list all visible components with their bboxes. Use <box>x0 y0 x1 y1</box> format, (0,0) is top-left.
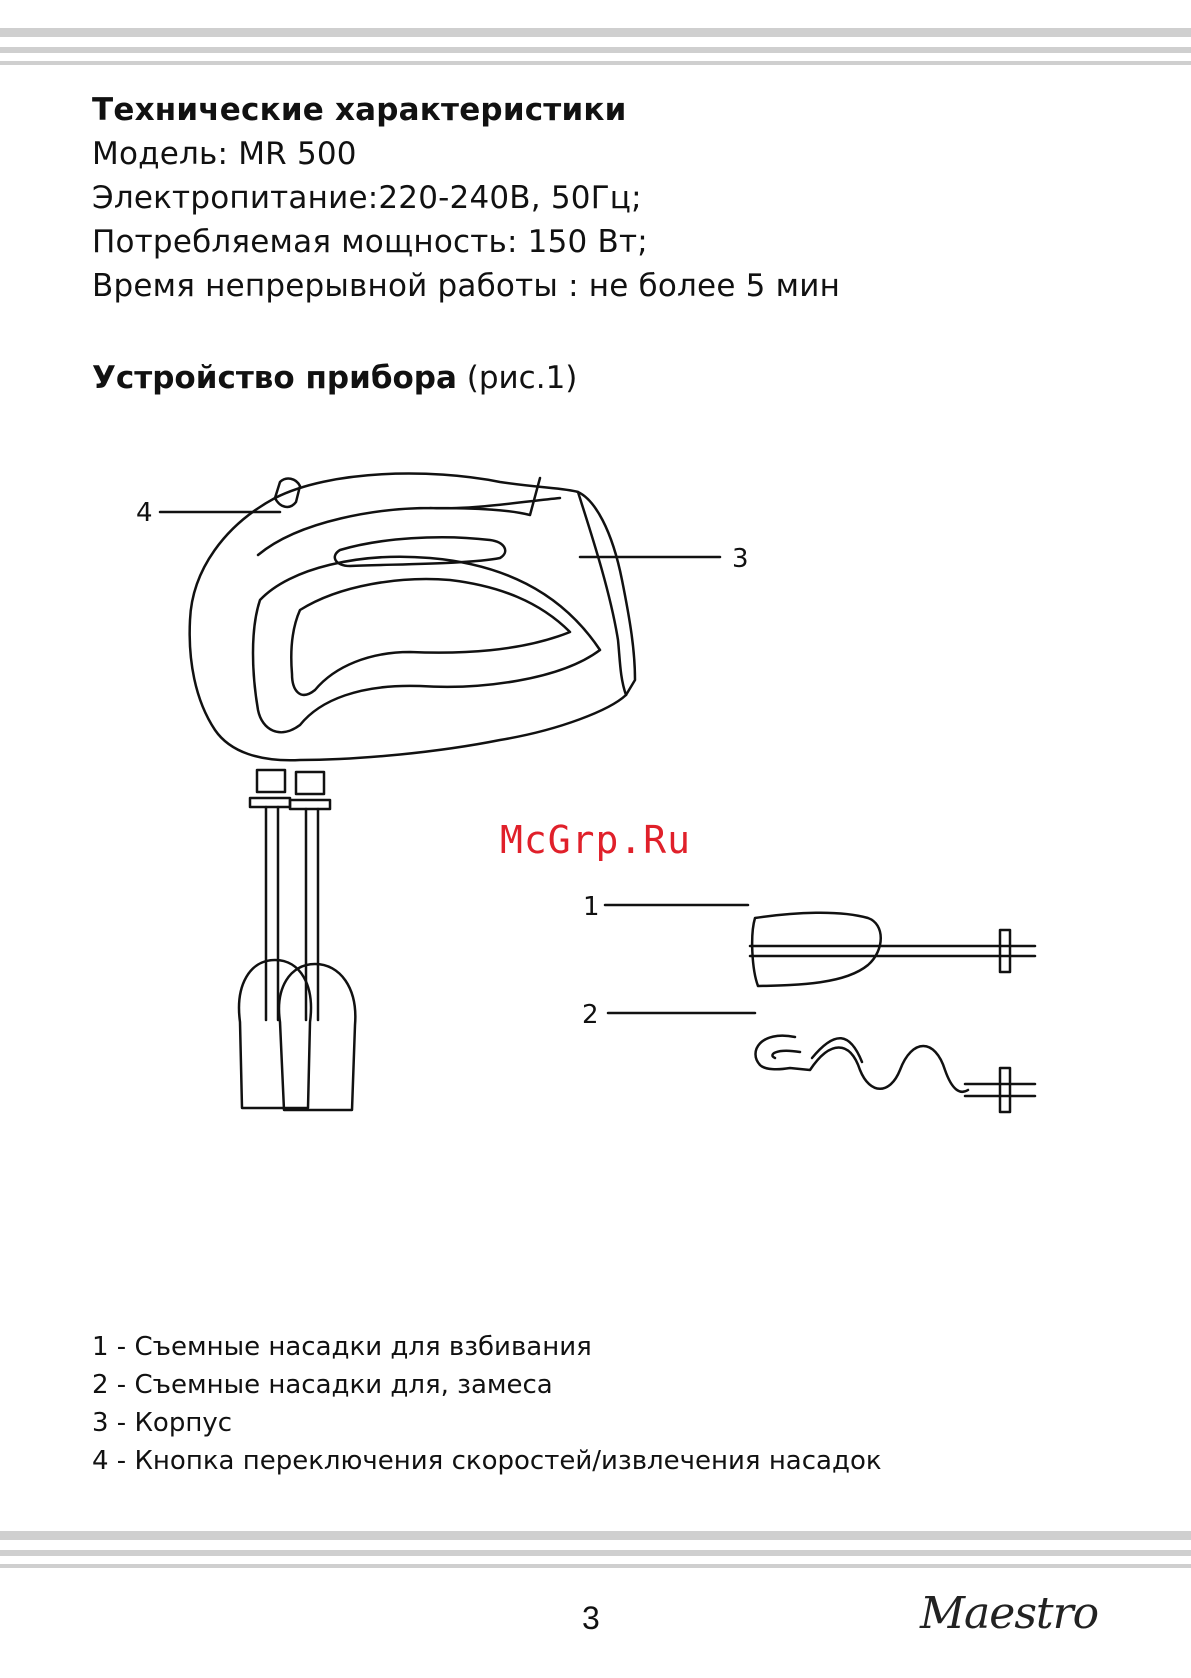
legend-item-1: 1 - Съемные насадки для взбивания <box>92 1332 592 1362</box>
label-4: 4 <box>136 498 153 528</box>
specs-runtime: Время непрерывной работы : не более 5 ми… <box>92 268 841 304</box>
mixer-front-swoosh <box>251 555 602 734</box>
mixer-handle-band <box>256 476 562 557</box>
speed-button <box>273 477 302 509</box>
top-rule-2 <box>0 47 1191 53</box>
legend-item-2: 2 - Съемные насадки для, замеса <box>92 1370 553 1400</box>
specs-title: Технические характеристики <box>92 92 627 128</box>
mixer-front-face <box>576 490 628 697</box>
label-2: 2 <box>582 1000 599 1030</box>
right-whisk-head <box>277 962 357 1112</box>
top-rule-1 <box>0 28 1191 37</box>
specs-power-supply: Электропитание:220-240В, 50Гц; <box>92 180 642 216</box>
legend: 1 - Съемные насадки для взбивания 2 - Съ… <box>92 1328 882 1480</box>
right-collar <box>294 770 326 796</box>
bottom-rule-2 <box>0 1550 1191 1556</box>
mixer-body-outline <box>188 472 637 762</box>
watermark: McGrp.Ru <box>500 818 692 862</box>
brand-logo: Maestro <box>920 1588 1099 1639</box>
specs-power: Потребляемая мощность: 150 Вт; <box>92 224 648 260</box>
left-collar <box>255 768 287 794</box>
mixer-grip-opening <box>333 535 507 568</box>
specs-section: Технические характеристики Модель: MR 50… <box>92 88 840 308</box>
dough-hook <box>754 1034 970 1094</box>
mixer-inner-swoosh <box>290 577 572 697</box>
bottom-rule-3 <box>0 1564 1191 1568</box>
legend-item-4: 4 - Кнопка переключения скоростей/извлеч… <box>92 1446 882 1476</box>
left-whisk-head <box>237 958 313 1110</box>
legend-item-3: 3 - Корпус <box>92 1408 233 1438</box>
mixer-diagram: 4 3 1 2 <box>136 472 1037 1114</box>
right-collar-plate <box>288 798 332 811</box>
device-title: Устройство прибора <box>92 360 457 396</box>
beater-head <box>750 911 882 988</box>
device-heading: Устройство прибора (рис.1) <box>92 360 577 396</box>
left-collar-plate <box>248 796 292 809</box>
label-1: 1 <box>583 892 600 922</box>
bottom-rule-1 <box>0 1531 1191 1540</box>
label-3: 3 <box>732 544 749 574</box>
specs-model: Модель: MR 500 <box>92 136 357 172</box>
page-number: 3 <box>582 1600 600 1636</box>
figure-ref: (рис.1) <box>466 360 578 396</box>
top-rule-3 <box>0 61 1191 65</box>
